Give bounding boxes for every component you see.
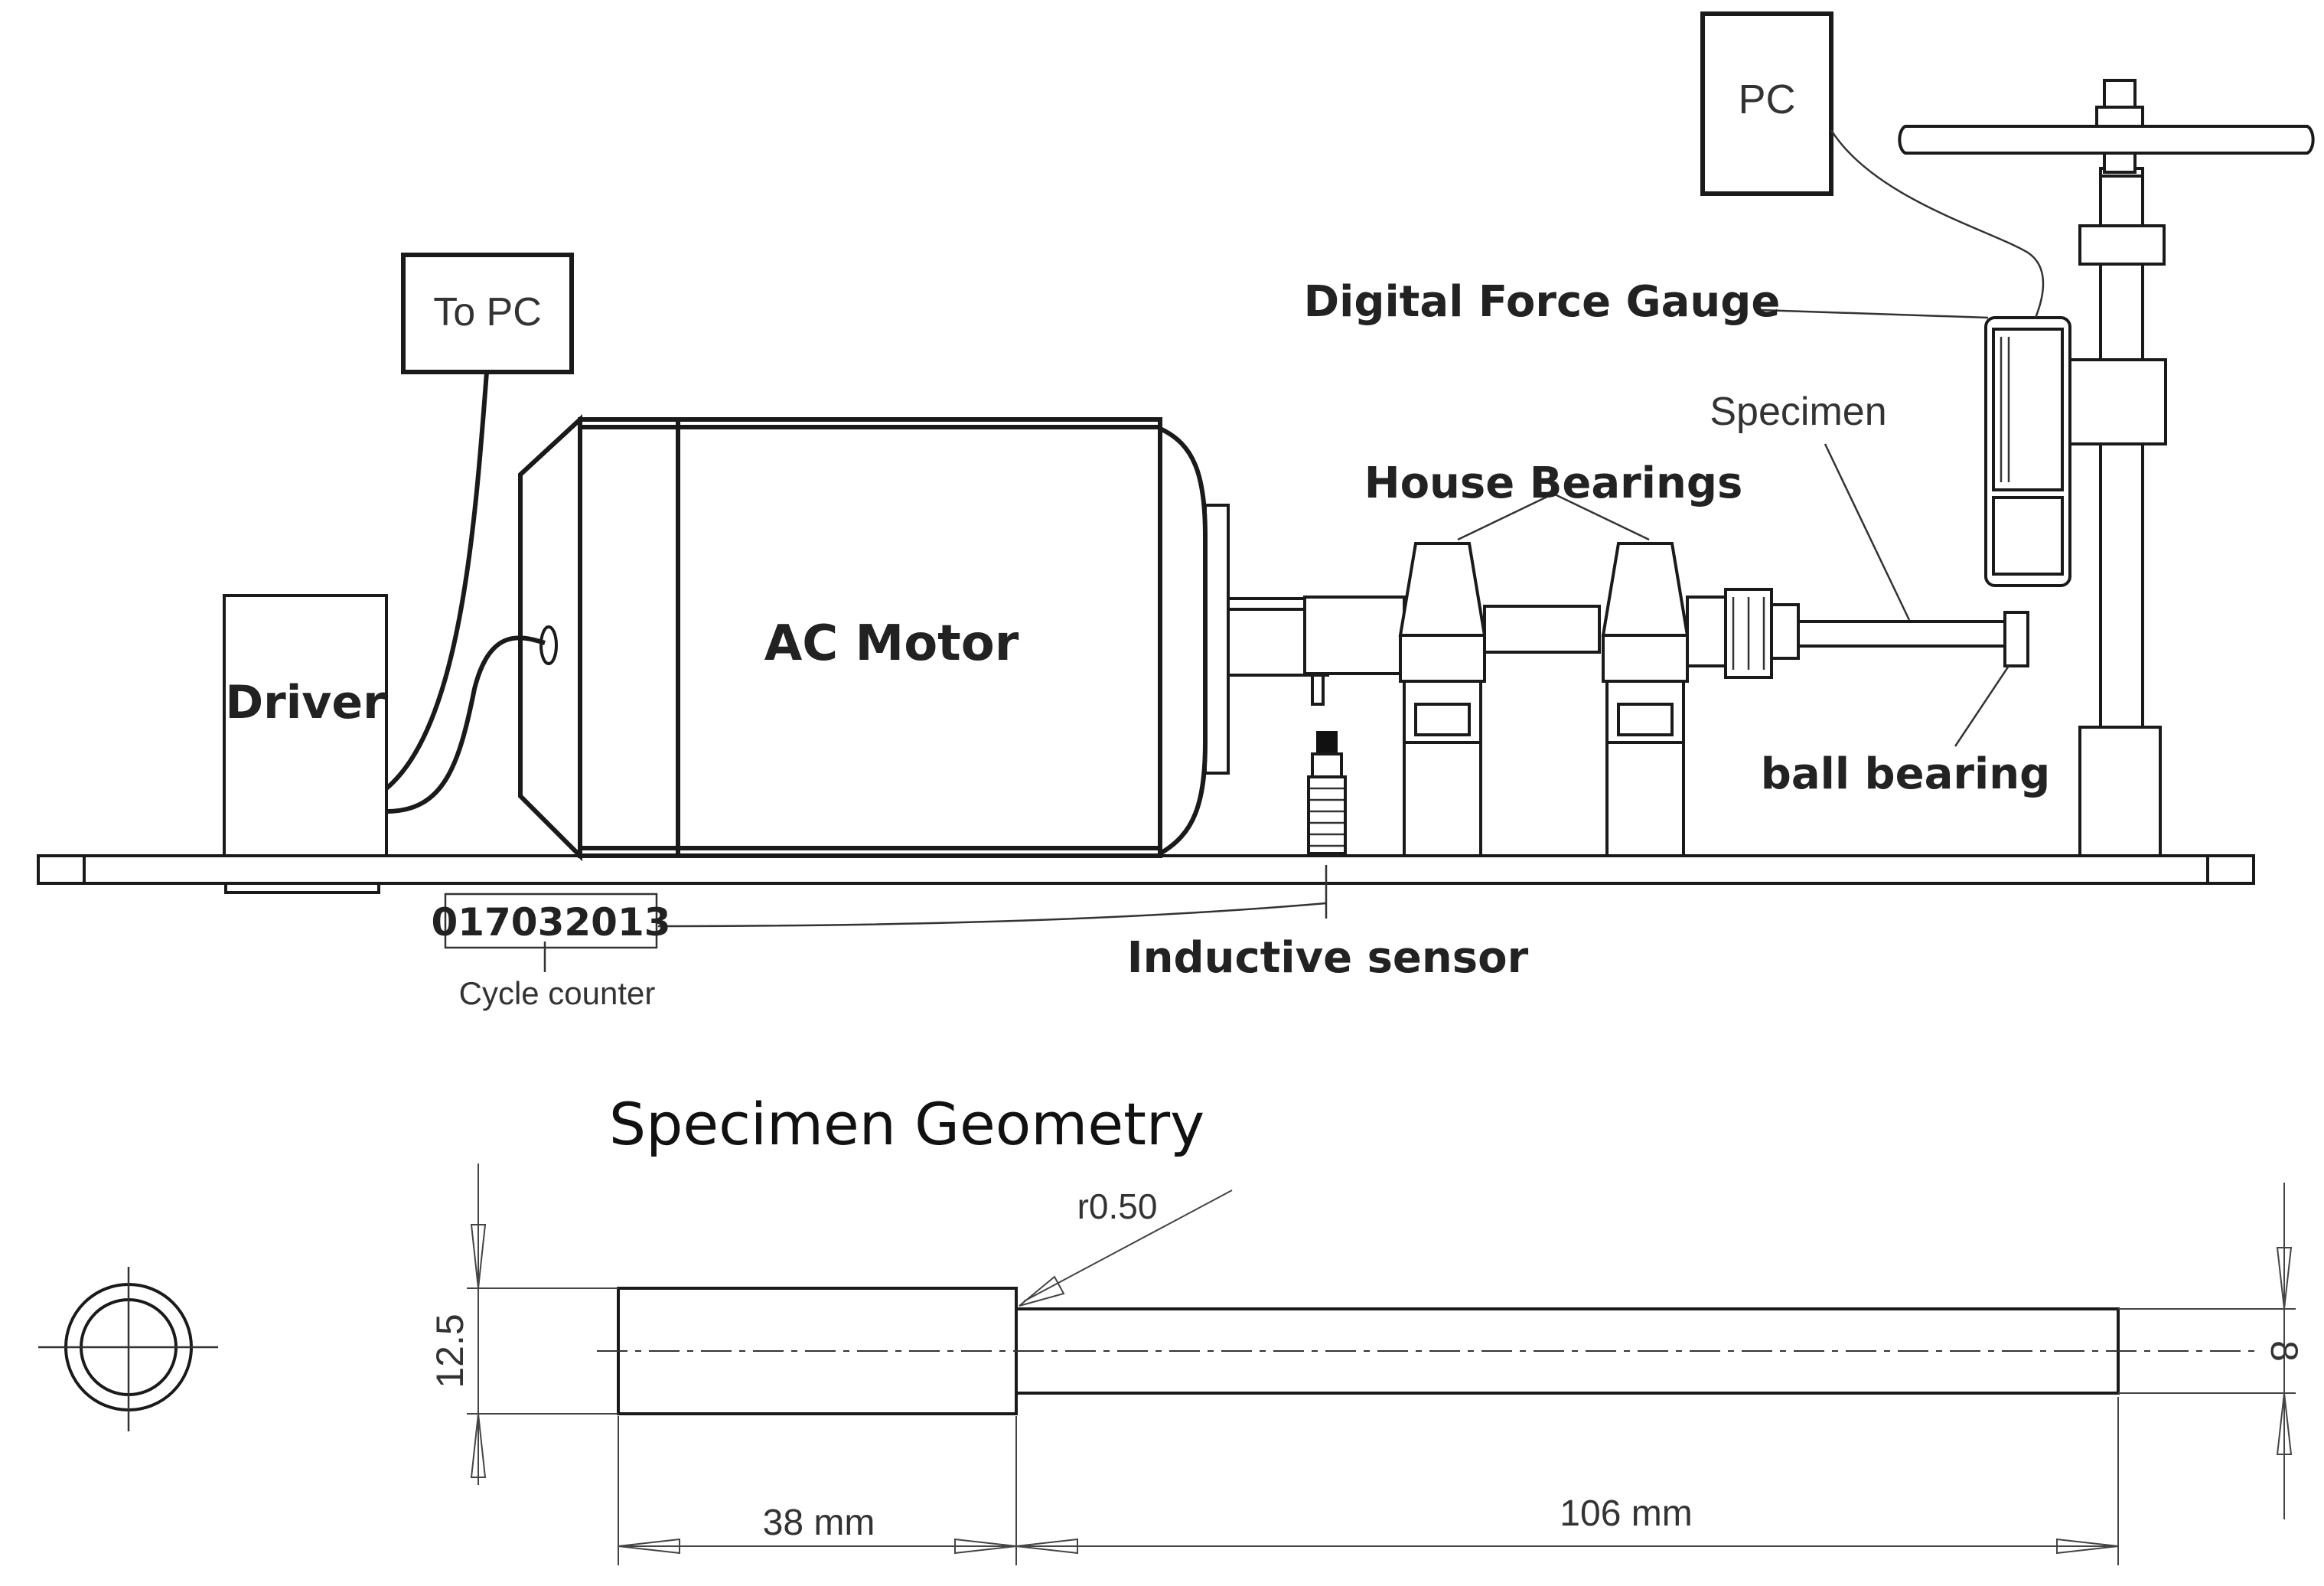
- pc-label: PC: [1738, 77, 1795, 122]
- to-pc-box: To PC: [401, 253, 574, 374]
- digital-force-gauge: [1984, 316, 2071, 587]
- cycle-counter-value: 017032013: [431, 900, 670, 945]
- digital-force-gauge-label: Digital Force Gauge: [1304, 277, 1781, 327]
- pc-box: PC: [1700, 11, 1833, 196]
- length-large-label: 38 mm: [763, 1503, 875, 1543]
- ac-motor-label: AC Motor: [764, 615, 1019, 672]
- house-bearing-1: [1398, 542, 1487, 857]
- large-diameter-dimension: 12.5: [429, 1163, 618, 1485]
- cycle-counter-label: Cycle counter: [459, 975, 656, 1011]
- specimen-end-view: [38, 1267, 218, 1431]
- to-pc-cable: [385, 371, 489, 791]
- small-diameter-dimension: 8: [2118, 1183, 2306, 1519]
- specimen-label: Specimen: [1710, 390, 1886, 434]
- fillet-radius-callout: r0.50: [1019, 1186, 1233, 1307]
- geometry-title: Specimen Geometry: [609, 1090, 1204, 1158]
- small-diameter-label: 8: [2263, 1340, 2306, 1362]
- house-bearing-2: [1601, 542, 1690, 857]
- length-small-label: 106 mm: [1560, 1493, 1692, 1534]
- ball-bearing: [2003, 611, 2029, 667]
- specimen-rod: [1797, 620, 2006, 648]
- to-pc-label: To PC: [433, 290, 542, 334]
- inductive-sensor-label: Inductive sensor: [1127, 933, 1529, 983]
- loading-stand: [1898, 79, 2315, 857]
- driver-box: Driver: [223, 594, 388, 857]
- shaft-coupling: [1227, 596, 1406, 706]
- ac-motor: AC Motor: [518, 414, 1230, 862]
- bearing-shaft: [1483, 605, 1601, 654]
- specimen-geometry: Specimen Geometry r0.50 12.5: [38, 1090, 2306, 1565]
- pc-cable: [1830, 129, 2045, 318]
- test-setup: To PC Driver AC Motor: [37, 11, 2315, 1011]
- leader-lines: [543, 308, 2010, 972]
- inductive-sensor: [1307, 731, 1347, 855]
- large-diameter-label: 12.5: [429, 1314, 471, 1388]
- driver-label: Driver: [225, 676, 386, 729]
- specimen-side-view: [597, 1287, 2257, 1415]
- length-dimensions: 38 mm 106 mm: [618, 1397, 2119, 1565]
- cycle-counter: 017032013 Cycle counter: [431, 893, 671, 1011]
- base-plate: [37, 854, 2255, 894]
- ball-bearing-label: ball bearing: [1761, 749, 2050, 799]
- house-bearings-label: House Bearings: [1364, 459, 1743, 508]
- fillet-radius-label: r0.50: [1077, 1186, 1158, 1226]
- collet-chuck: [1686, 588, 1800, 679]
